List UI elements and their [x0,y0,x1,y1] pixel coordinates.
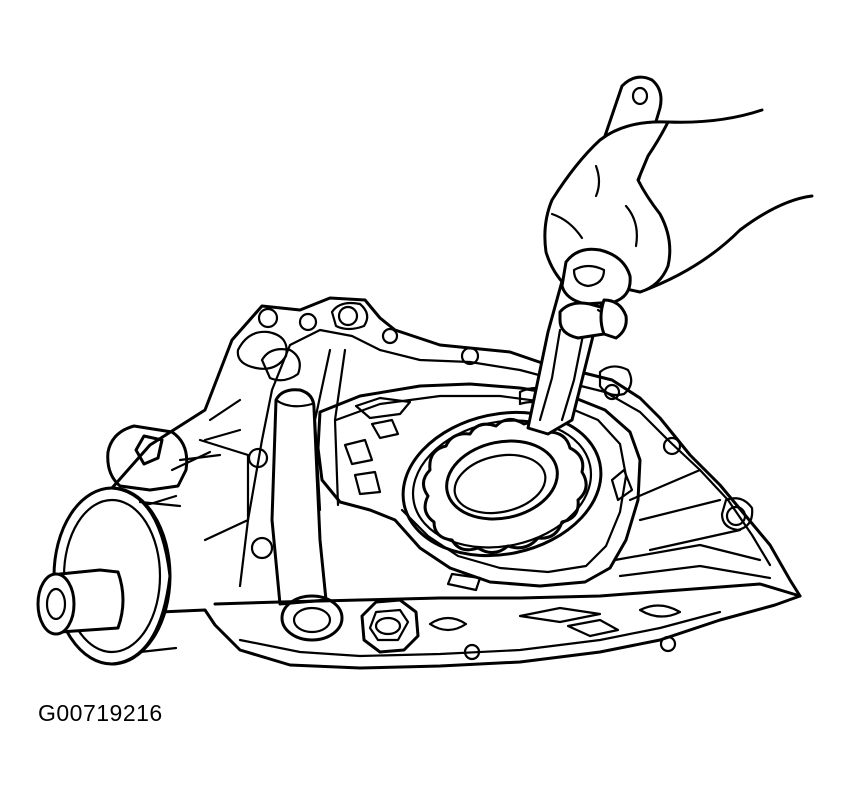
hand-wrist-upper [668,110,762,122]
relief-valve-plug [272,390,418,652]
hand [545,110,812,338]
seal-outer-ring [390,395,615,574]
housing-rib-right [630,470,740,550]
cover-plate-inner-line [336,396,626,572]
finger-nail [574,266,604,286]
drive-shaft-end [38,574,74,634]
cover-plate-outline [318,384,640,586]
center-bore-inner [449,447,551,521]
figure-code: G00719216 [38,700,163,726]
mounting-ear-outline [108,426,187,490]
mounting-ear-slot [136,436,162,464]
hex-plug [362,600,418,652]
hand-finger-back [601,300,626,338]
pry-tool-hole [633,88,647,104]
oil-seal [390,395,615,574]
hand-finger-front [562,249,630,304]
pump-cover-plate [318,384,640,590]
housing-outline [112,298,800,668]
rotor-teeth-ring [423,419,586,552]
drive-shaft [38,570,123,634]
port-outer [282,596,342,640]
hand-wrist-lower [640,196,812,292]
relief-valve-boss [272,390,326,604]
housing-lower-rim [240,612,720,656]
center-bore [439,431,564,529]
drive-shaft-body [60,570,123,632]
port-inner [294,608,330,632]
